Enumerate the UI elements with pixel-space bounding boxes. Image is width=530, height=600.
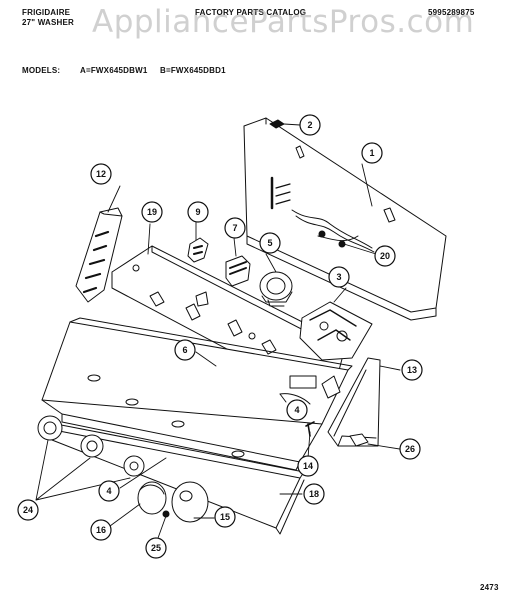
catalog-title: FACTORY PARTS CATALOG (195, 8, 307, 17)
callout-26: 26 (405, 444, 415, 454)
rear-control-panel (243, 117, 447, 321)
callout-6: 6 (182, 345, 187, 355)
callout-5: 5 (267, 238, 272, 248)
knob-part-15 (171, 481, 209, 523)
callout-9: 9 (195, 207, 200, 217)
page-number: 2473 (480, 583, 499, 592)
knob-set (37, 415, 145, 477)
callout-24: 24 (23, 505, 33, 515)
switch-part-9 (187, 237, 209, 263)
model-b-label: B=FWX645DBD1 (160, 66, 226, 75)
callout-14: 14 (303, 461, 313, 471)
selector-part-5 (259, 271, 293, 307)
callout-3: 3 (336, 272, 341, 282)
callout-1: 1 (369, 148, 374, 158)
catalog-number: 5995289875 (428, 8, 475, 17)
callout-4-upper: 4 (294, 405, 299, 415)
callout-numbers: 2 1 12 19 9 7 5 20 3 6 13 4 26 14 4 18 2… (23, 120, 417, 553)
callout-7: 7 (232, 223, 237, 233)
models-label: MODELS: (22, 66, 61, 75)
callout-2: 2 (307, 120, 312, 130)
callout-4-lower: 4 (106, 486, 111, 496)
bracket-part-12 (75, 207, 123, 303)
model-a-label: A=FWX645DBW1 (80, 66, 148, 75)
callout-12: 12 (96, 169, 106, 179)
callout-25: 25 (151, 543, 161, 553)
callout-16: 16 (96, 525, 106, 535)
callout-13: 13 (407, 365, 417, 375)
callout-20: 20 (380, 251, 390, 261)
timer-part-3 (299, 301, 373, 361)
brand-label: FRIGIDAIRE (22, 8, 71, 17)
watermark: AppliancePartsPros.com (92, 4, 475, 40)
leader-lines (35, 123, 407, 539)
switch-part-7 (225, 255, 251, 287)
product-label: 27" WASHER (22, 18, 75, 27)
clip-part-26 (349, 433, 369, 447)
callout-19: 19 (147, 207, 157, 217)
callout-18: 18 (309, 489, 319, 499)
callout-15: 15 (220, 512, 230, 522)
knob-part-16 (137, 481, 167, 515)
callout-circles (17, 114, 423, 559)
